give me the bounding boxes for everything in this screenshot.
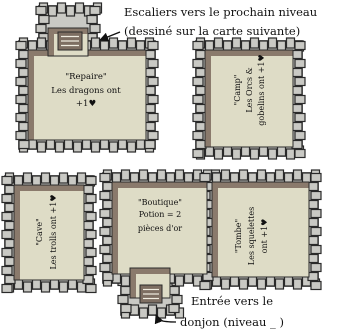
room-boutique-line2: pièces d'or bbox=[138, 224, 182, 233]
room-repaire-line2: +1♥ bbox=[76, 99, 96, 109]
arrow-icon bbox=[154, 314, 177, 325]
room-tombe-line1: Les squelettes bbox=[247, 207, 256, 265]
camp-room-floor bbox=[204, 49, 294, 148]
cave-room-floor bbox=[13, 184, 85, 281]
room-repaire-line1: Les dragons ont bbox=[51, 86, 121, 96]
floors-layer bbox=[13, 27, 310, 299]
dungeon-entrance-label: Entrée vers le bbox=[191, 294, 273, 308]
room-tombe: "Tombe" Les squelettes ont +1♥ bbox=[234, 207, 269, 265]
stairs-layer bbox=[57, 31, 163, 304]
room-boutique: "Boutique" Potion = 2 pièces d'or bbox=[138, 198, 182, 233]
room-camp-line2: gobelins ont +1♥ bbox=[257, 54, 266, 125]
room-camp-title: "Camp" bbox=[233, 75, 242, 106]
stairs-next-level-label: Escaliers vers le prochain niveau bbox=[124, 5, 317, 19]
stairs-up bbox=[57, 31, 83, 51]
stairs-next-level-note: (dessiné sur la carte suivante) bbox=[124, 24, 300, 38]
repaire-room-floor bbox=[27, 49, 147, 141]
room-boutique-line1: Potion = 2 bbox=[139, 210, 182, 219]
dungeon-entrance-note: donjon (niveau _ ) bbox=[180, 315, 284, 329]
room-camp-line1: Les Orcs & bbox=[245, 67, 254, 112]
arrow-icon bbox=[99, 31, 121, 42]
tombe-room-floor bbox=[211, 181, 310, 278]
boutique-room-floor bbox=[111, 181, 208, 275]
room-cave-line1: Les trolls ont +1♥ bbox=[49, 194, 58, 269]
room-repaire-title: "Repaire" bbox=[65, 72, 107, 82]
room-camp: "Camp" Les Orcs & gobelins ont +1♥ bbox=[233, 54, 266, 125]
stairs-down bbox=[139, 284, 163, 304]
room-tombe-line2: ont +1♥ bbox=[260, 219, 269, 254]
room-boutique-title: "Boutique" bbox=[138, 198, 182, 207]
room-repaire: "Repaire" Les dragons ont +1♥ bbox=[51, 72, 121, 109]
room-tombe-title: "Tombe" bbox=[234, 219, 243, 253]
room-cave-title: "Cave" bbox=[35, 218, 44, 246]
room-cave: "Cave" Les trolls ont +1♥ bbox=[35, 194, 58, 269]
